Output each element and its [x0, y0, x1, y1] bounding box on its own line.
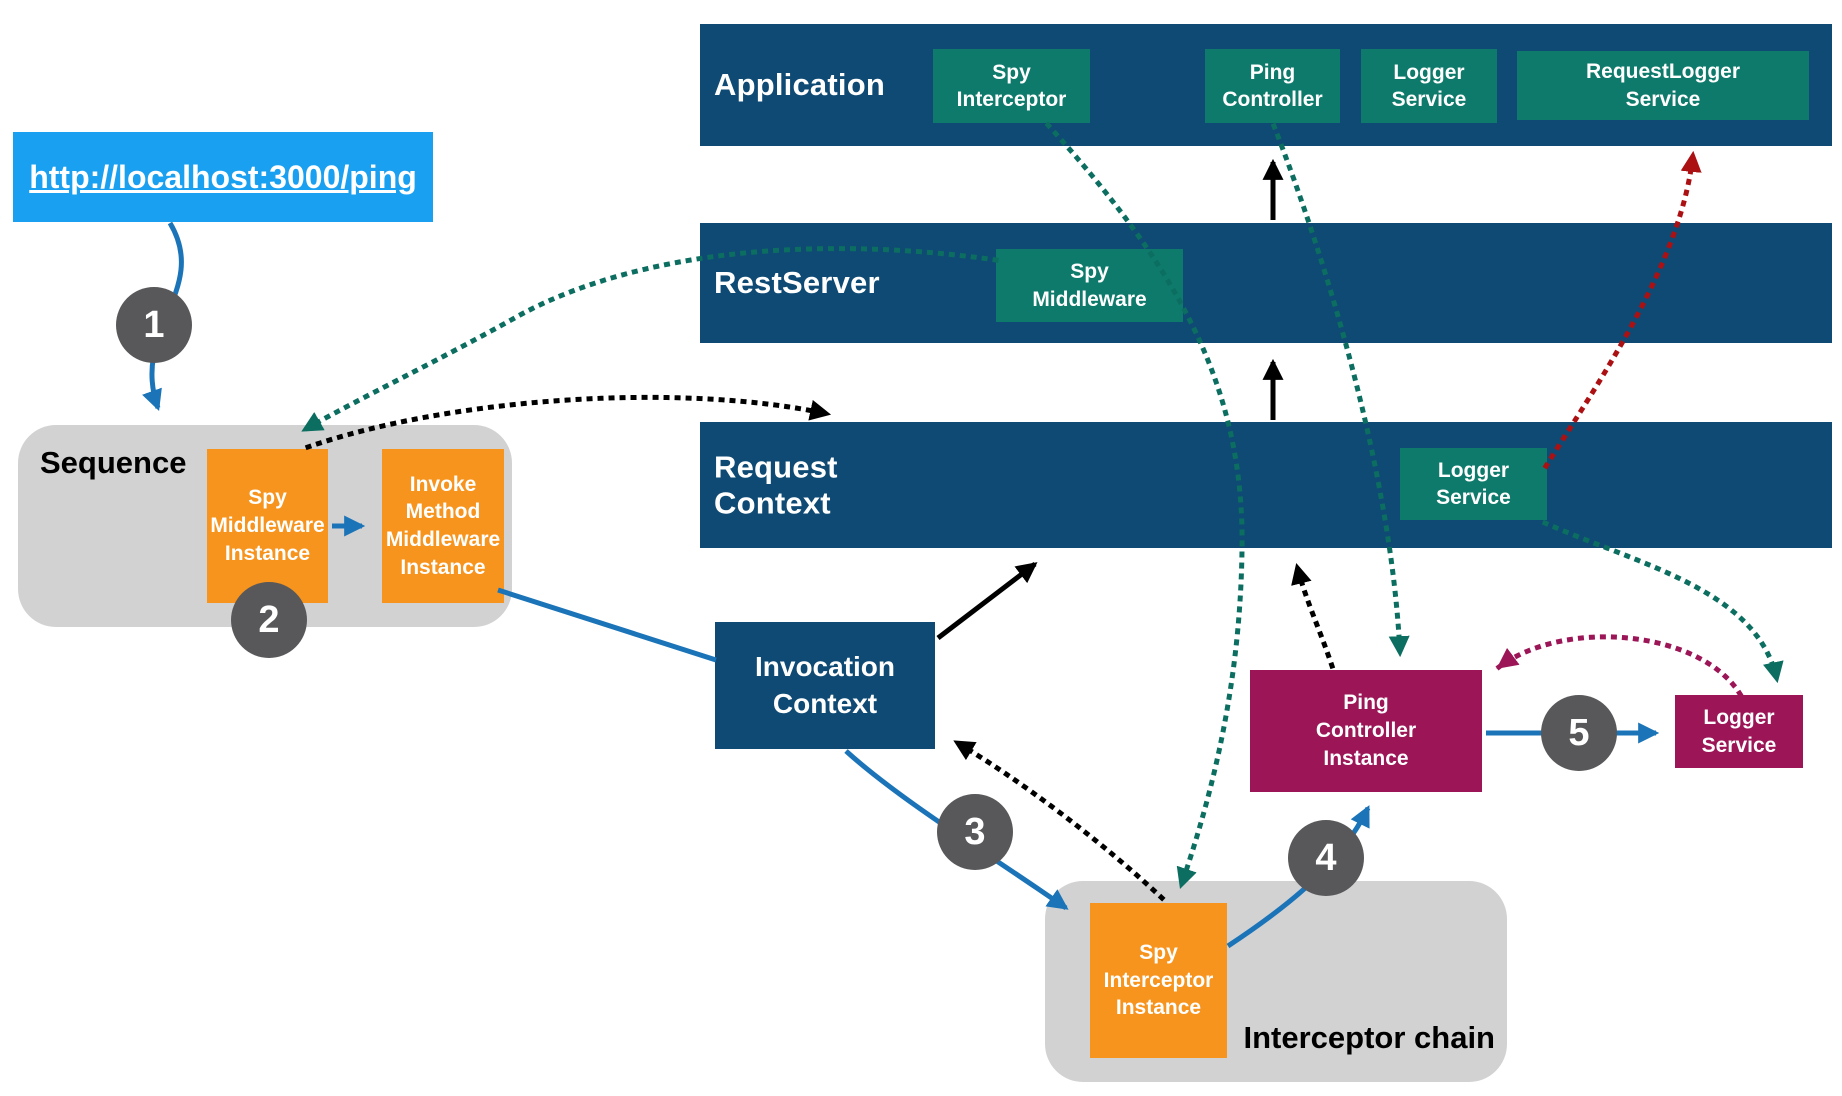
chip-requestlogger-service-line2: Service [1625, 87, 1701, 111]
invoke-method-line3: Middleware [385, 528, 501, 551]
chip-spy-middleware-line1: Spy [1070, 260, 1109, 284]
step-3-label: 3 [964, 810, 986, 853]
chip-spy-interceptor: Spy Interceptor [933, 49, 1090, 123]
layer-restserver: RestServer [700, 223, 1832, 343]
layer-restserver-label: RestServer [714, 265, 880, 301]
step-4-label: 4 [1315, 836, 1337, 879]
line-invokemw-to-invocation [497, 587, 717, 663]
spy-interceptor-instance-line1: Spy [1139, 940, 1178, 964]
invoke-method-middleware-instance-box: Invoke Method Middleware Instance [382, 449, 504, 603]
step-3-badge: 3 [937, 794, 1013, 870]
step-2-badge: 2 [231, 582, 307, 658]
dotted-loggerinstance-to-pinginstance [1495, 634, 1744, 698]
spy-interceptor-instance-line3: Instance [1115, 996, 1202, 1020]
chip-logger-service-context-line1: Logger [1437, 458, 1510, 482]
request-url-link[interactable]: http://localhost:3000/ping [29, 158, 417, 195]
ping-controller-instance-line2: Controller [1315, 719, 1417, 743]
invocation-context-box: Invocation Context [715, 622, 935, 749]
invocation-context-line1: Invocation [754, 651, 895, 683]
step-1-badge: 1 [116, 287, 192, 363]
request-url-box: http://localhost:3000/ping [13, 132, 433, 222]
logger-service-instance-box: Logger Service [1675, 695, 1803, 768]
chip-ping-controller-line2: Controller [1222, 88, 1323, 111]
chip-ping-controller: Ping Controller [1205, 49, 1340, 123]
logger-service-instance-line1: Logger [1703, 705, 1775, 729]
layer-request-context-label: Request Context [714, 449, 838, 520]
dotted-pingcontroller-to-instance [1270, 122, 1410, 658]
interceptor-chain-zone-label: Interceptor chain [1243, 1020, 1496, 1055]
chip-spy-middleware-line2: Middleware [1032, 287, 1147, 311]
invoke-method-line2: Method [405, 500, 481, 524]
spy-middleware-instance-line2: Middleware [210, 514, 325, 538]
chip-spy-middleware: Spy Middleware [996, 249, 1183, 322]
chip-logger-service-context: Logger Service [1400, 448, 1547, 520]
invoke-method-line4: Instance [400, 555, 486, 579]
layer-request-context: Request Context [700, 422, 1832, 548]
chip-requestlogger-service-line1: RequestLogger [1585, 60, 1740, 84]
logger-service-instance-line2: Service [1701, 733, 1777, 757]
spy-middleware-instance-line3: Instance [224, 541, 311, 565]
step-5-badge: 5 [1541, 695, 1617, 771]
step-5-label: 5 [1568, 711, 1590, 754]
ping-controller-instance-line3: Instance [1323, 746, 1409, 770]
chip-logger-service-line1: Logger [1393, 60, 1465, 84]
step-1-label: 1 [143, 303, 165, 346]
spy-interceptor-instance-line2: Interceptor [1103, 968, 1214, 992]
layer-application-label: Application [714, 67, 885, 103]
chip-logger-service-context-line2: Service [1436, 486, 1511, 509]
chip-logger-service: Logger Service [1361, 49, 1497, 123]
dotted-pinginstance-to-requestcontext [1291, 562, 1336, 670]
chip-requestlogger-service: RequestLogger Service [1517, 51, 1809, 120]
sequence-zone-label: Sequence [40, 445, 187, 480]
spy-middleware-instance-line1: Spy [248, 486, 287, 510]
invoke-method-line1: Invoke [409, 472, 477, 496]
chip-ping-controller-line1: Ping [1249, 60, 1296, 84]
chip-logger-service-line2: Service [1391, 88, 1467, 111]
chip-spy-interceptor-line2: Interceptor [956, 88, 1067, 111]
ping-controller-instance-line1: Ping [1343, 691, 1389, 715]
spy-interceptor-instance-box: Spy Interceptor Instance [1090, 903, 1227, 1058]
chip-spy-interceptor-line1: Spy [992, 60, 1031, 84]
ping-controller-instance-box: Ping Controller Instance [1250, 670, 1482, 792]
step-2-label: 2 [258, 598, 280, 641]
spy-middleware-instance-box: Spy Middleware Instance [207, 449, 328, 603]
invocation-context-line2: Context [772, 687, 878, 719]
arrow-invocation-to-requestcontext [936, 562, 1038, 640]
step-4-badge: 4 [1288, 820, 1364, 896]
